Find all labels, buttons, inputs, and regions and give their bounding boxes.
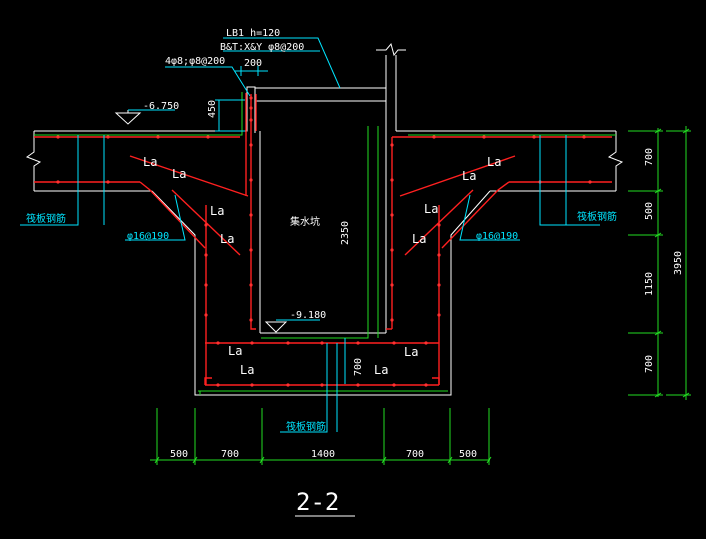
section-title: 2-2 xyxy=(296,488,339,516)
la-label: La xyxy=(487,155,501,169)
dim-right-3: 1150 xyxy=(644,272,655,296)
dim-bottom-1: 500 xyxy=(170,449,188,460)
dim-bottom-5: 500 xyxy=(459,449,477,460)
la-label: La xyxy=(210,204,224,218)
la-label: La xyxy=(143,155,157,169)
dim-right-1: 700 xyxy=(644,148,655,166)
dim-450: 450 xyxy=(207,100,218,118)
pit-label: 集水坑 xyxy=(290,215,320,228)
la-label: La xyxy=(172,167,186,181)
dim-bottom-3: 1400 xyxy=(311,449,335,460)
foundation-left-label: 筏板钢筋 xyxy=(26,212,66,225)
bar-right-label: φ16@190 xyxy=(476,231,518,242)
elevation-slab: -6.750 xyxy=(143,101,179,112)
dim-right-4: 700 xyxy=(644,355,655,373)
bar-left-label: φ16@190 xyxy=(127,231,169,242)
leaders xyxy=(20,37,600,433)
dim-bottom-2: 700 xyxy=(221,449,239,460)
dim-right-total: 3950 xyxy=(673,251,684,275)
la-label: La xyxy=(404,345,418,359)
depth-700: 700 xyxy=(353,358,364,376)
labels: LB1 h=120 B&T:X&Y φ8@200 200 4φ8;φ8@200 … xyxy=(26,28,684,516)
concrete-outline xyxy=(25,42,624,396)
dim-bottom-4: 700 xyxy=(406,449,424,460)
elevation-bottom: -9.180 xyxy=(290,310,326,321)
la-label: La xyxy=(462,169,476,183)
foundation-right-label: 筏板钢筋 xyxy=(577,210,617,223)
la-label: La xyxy=(374,363,388,377)
rebar-top-left: 4φ8;φ8@200 xyxy=(165,56,225,67)
rebar-dots xyxy=(56,96,592,387)
la-label: La xyxy=(424,202,438,216)
dim-right-2: 500 xyxy=(644,202,655,220)
la-label: La xyxy=(240,363,254,377)
la-label: La xyxy=(220,232,234,246)
rebar xyxy=(34,93,612,386)
slab-rebar-label: B&T:X&Y φ8@200 xyxy=(220,42,304,53)
depth-2350: 2350 xyxy=(340,221,351,245)
la-label: La xyxy=(228,344,242,358)
dim-200: 200 xyxy=(244,58,262,69)
waterproof-outline xyxy=(34,92,616,395)
foundation-bottom-label: 筏板钢筋 xyxy=(286,420,326,433)
dimensions xyxy=(150,126,691,517)
slab-label: LB1 h=120 xyxy=(226,28,280,39)
la-label: La xyxy=(412,232,426,246)
